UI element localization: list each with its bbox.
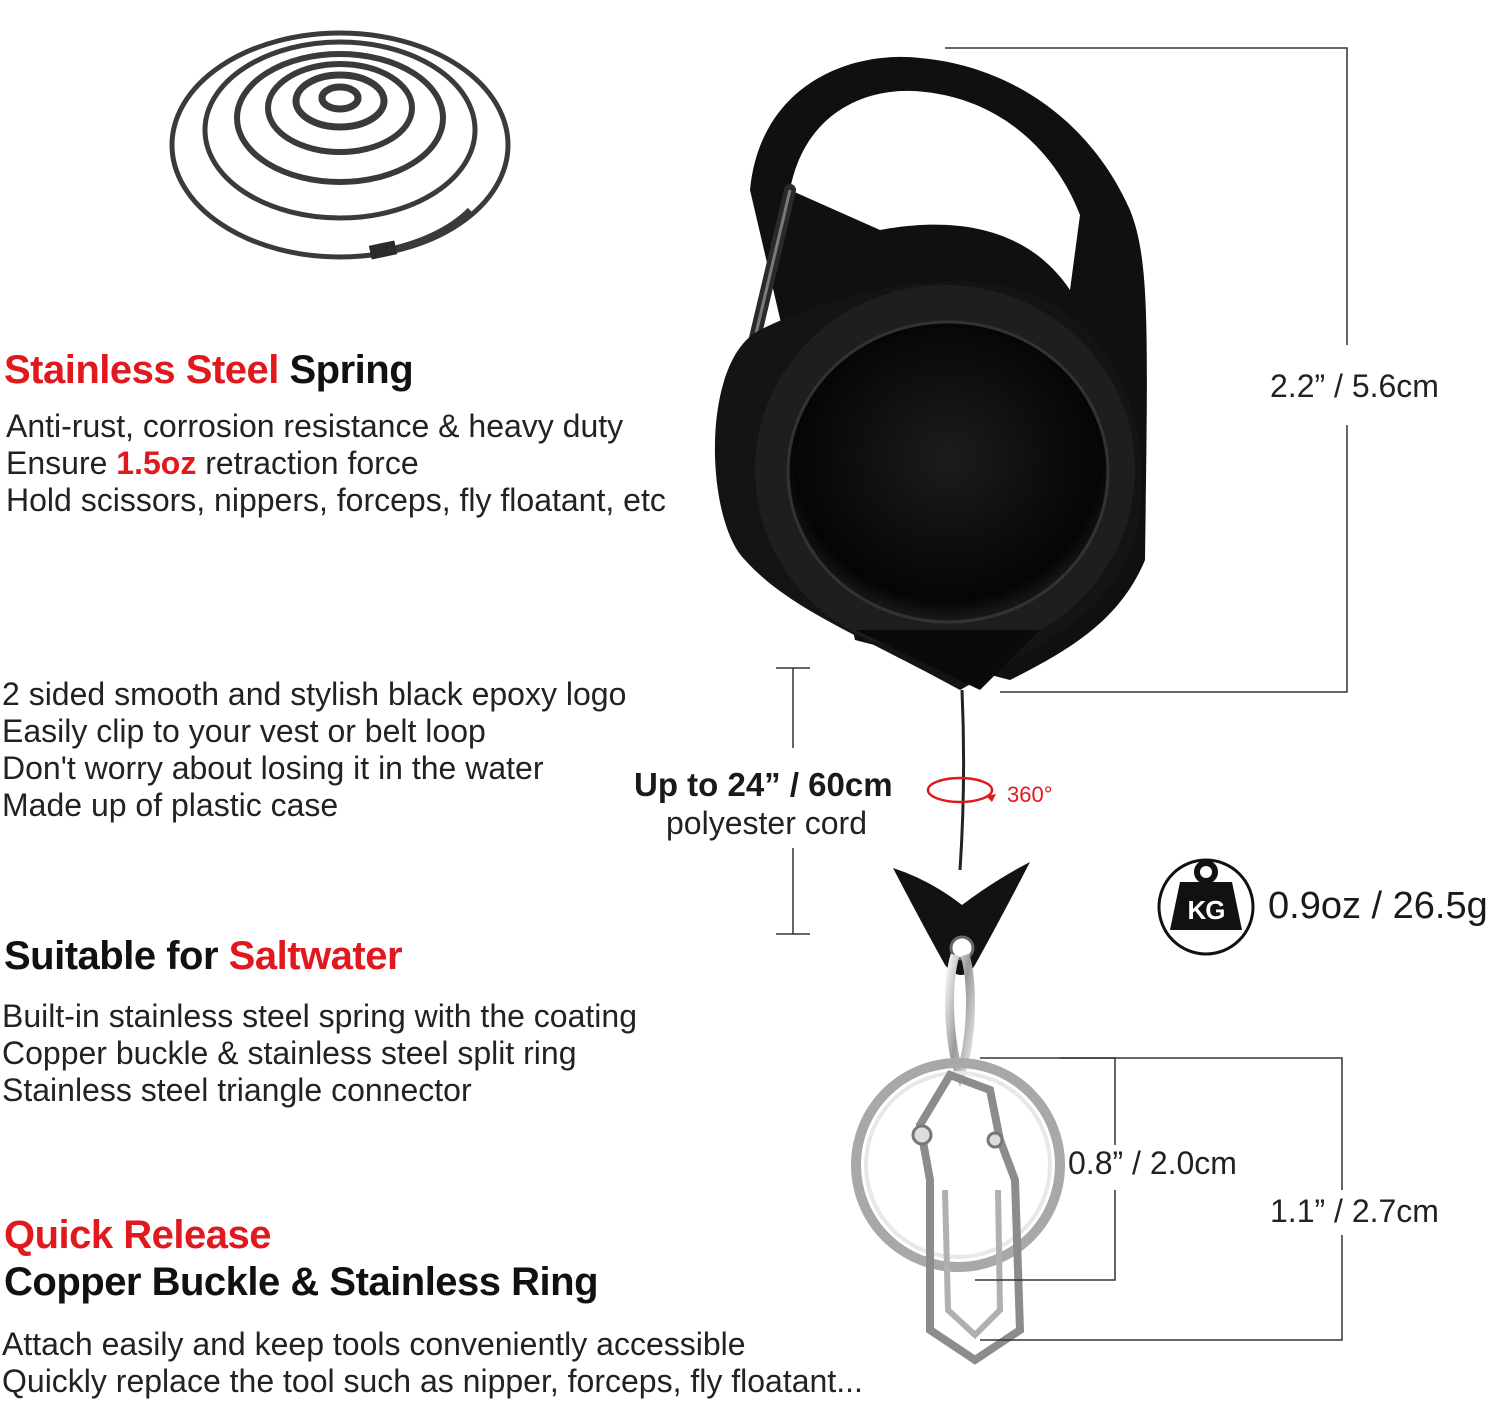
buckle-ring-heading: Copper Buckle & Stainless Ring bbox=[4, 1260, 599, 1304]
carabiner-reel-image bbox=[714, 56, 1147, 690]
spring-heading: Stainless Steel Spring bbox=[4, 348, 414, 393]
logo-line-4: Made up of plastic case bbox=[2, 787, 339, 823]
logo-line-3: Don't worry about losing it in the water bbox=[2, 750, 544, 786]
spring-line-1: Anti-rust, corrosion resistance & heavy … bbox=[6, 408, 666, 445]
cord-length-label: Up to 24” / 60cm bbox=[634, 766, 893, 803]
saltwater-line-1: Built-in stainless steel spring with the… bbox=[2, 998, 637, 1034]
saltwater-line-2: Copper buckle & stainless steel split ri… bbox=[2, 1035, 577, 1071]
retraction-force-highlight: 1.5oz bbox=[116, 445, 197, 481]
spring-heading-red: Stainless Steel bbox=[4, 348, 279, 392]
spring-line-3: Hold scissors, nippers, forceps, fly flo… bbox=[6, 482, 666, 519]
spring-line-2-post: retraction force bbox=[196, 445, 419, 481]
spring-line-2-pre: Ensure bbox=[6, 445, 117, 481]
spring-heading-black: Spring bbox=[289, 348, 414, 392]
height-dimension-line bbox=[945, 47, 1348, 693]
saltwater-heading-black: Suitable for bbox=[4, 934, 219, 978]
saltwater-line-3: Stainless steel triangle connector bbox=[2, 1072, 472, 1108]
ring-outer-dimension-line bbox=[980, 1057, 1343, 1341]
saltwater-description: Built-in stainless steel spring with the… bbox=[2, 998, 637, 1109]
quick-release-heading: Quick Release bbox=[4, 1213, 272, 1257]
height-dimension-label: 2.2” / 5.6cm bbox=[1270, 368, 1439, 404]
weight-label: 0.9oz / 26.5g bbox=[1268, 885, 1488, 927]
rotation-label: 360° bbox=[1007, 782, 1053, 807]
spring-line-1-text: Anti-rust, corrosion resistance & heavy … bbox=[6, 408, 624, 444]
quick-release-description: Attach easily and keep tools convenientl… bbox=[2, 1326, 863, 1400]
ring-outer-dimension-label: 1.1” / 2.7cm bbox=[1270, 1193, 1439, 1229]
cord-type-label: polyester cord bbox=[666, 805, 867, 841]
snap-clip-image bbox=[851, 953, 1065, 1365]
quick-release-line-2: Quickly replace the tool such as nipper,… bbox=[2, 1363, 863, 1399]
logo-line-2: Easily clip to your vest or belt loop bbox=[2, 713, 486, 749]
saltwater-heading: Suitable for Saltwater bbox=[4, 934, 403, 979]
weight-icon-label: KG bbox=[1187, 895, 1226, 925]
spiral-spring-image bbox=[169, 30, 511, 260]
logo-description: 2 sided smooth and stylish black epoxy l… bbox=[2, 676, 626, 824]
logo-line-1: 2 sided smooth and stylish black epoxy l… bbox=[2, 676, 627, 712]
weight-kg-icon bbox=[1157, 858, 1255, 956]
quick-release-line-1: Attach easily and keep tools convenientl… bbox=[2, 1326, 746, 1362]
rotation-arrow-icon bbox=[926, 776, 996, 804]
cord-image bbox=[958, 689, 966, 871]
spring-line-3-text: Hold scissors, nippers, forceps, fly flo… bbox=[6, 482, 666, 518]
spring-description: Anti-rust, corrosion resistance & heavy … bbox=[6, 408, 666, 519]
cord-dimension-line bbox=[776, 667, 810, 935]
ring-inner-dimension-label: 0.8” / 2.0cm bbox=[1068, 1145, 1237, 1181]
saltwater-heading-red: Saltwater bbox=[228, 934, 403, 978]
spring-line-2: Ensure 1.5oz retraction force bbox=[6, 445, 666, 482]
